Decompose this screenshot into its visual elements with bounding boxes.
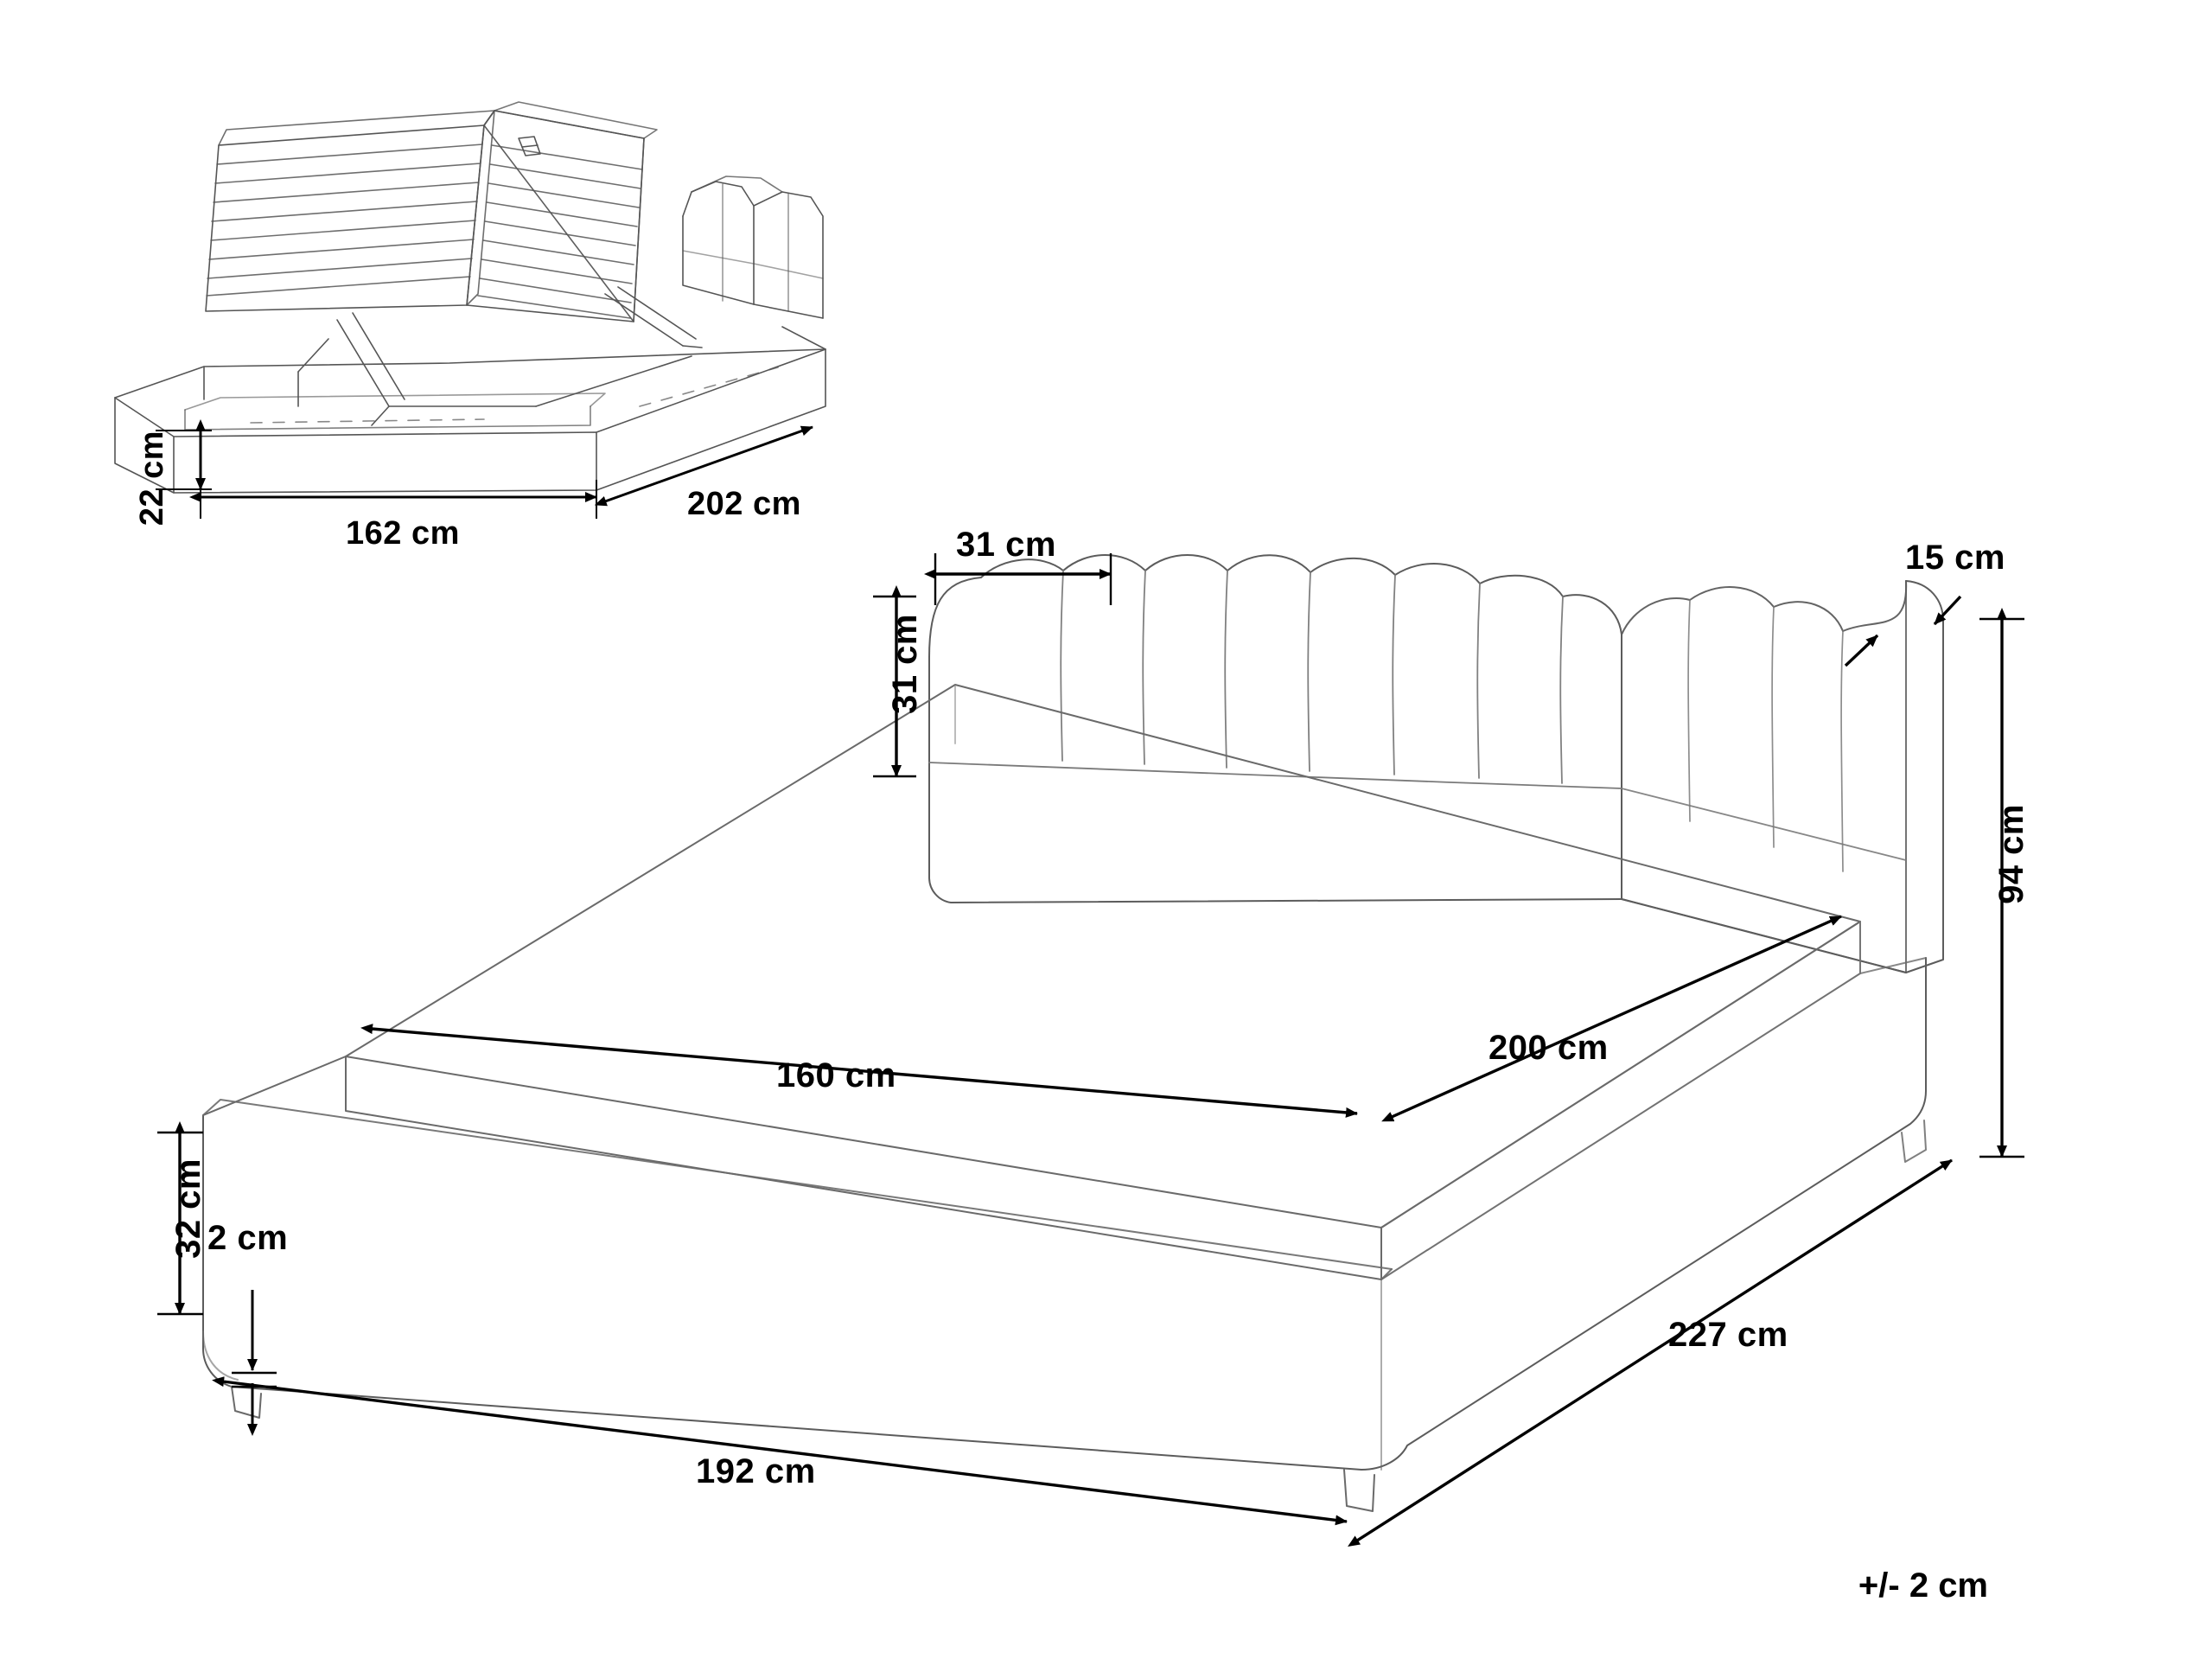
dim-label-frame-height: 32 cm <box>169 1158 207 1259</box>
inset-bed-illustration <box>114 101 826 494</box>
dim-label-headboard-thickness: 15 cm <box>1905 539 2005 577</box>
dim-label-headboard-tuft-height: 31 cm <box>886 614 924 714</box>
main-dimension-lines <box>157 553 2024 1547</box>
dim-label-inset-width: 162 cm <box>346 515 460 552</box>
dim-label-mattress-width: 160 cm <box>776 1056 896 1094</box>
tolerance-note: +/- 2 cm <box>1858 1566 1988 1605</box>
dim-label-total-height: 94 cm <box>1992 804 2030 904</box>
dim-label-leg-height: 2 cm <box>207 1219 289 1257</box>
dim-label-inset-height: 22 cm <box>134 431 170 526</box>
dim-label-headboard-tuft-width: 31 cm <box>956 526 1056 564</box>
dim-label-inset-depth: 202 cm <box>687 486 801 522</box>
main-bed-illustration <box>202 554 1944 1512</box>
dim-label-outer-length: 227 cm <box>1668 1316 1788 1354</box>
inset-dimension-lines <box>156 419 813 519</box>
dim-label-mattress-length: 200 cm <box>1488 1029 1609 1067</box>
dim-label-outer-width: 192 cm <box>696 1452 816 1490</box>
